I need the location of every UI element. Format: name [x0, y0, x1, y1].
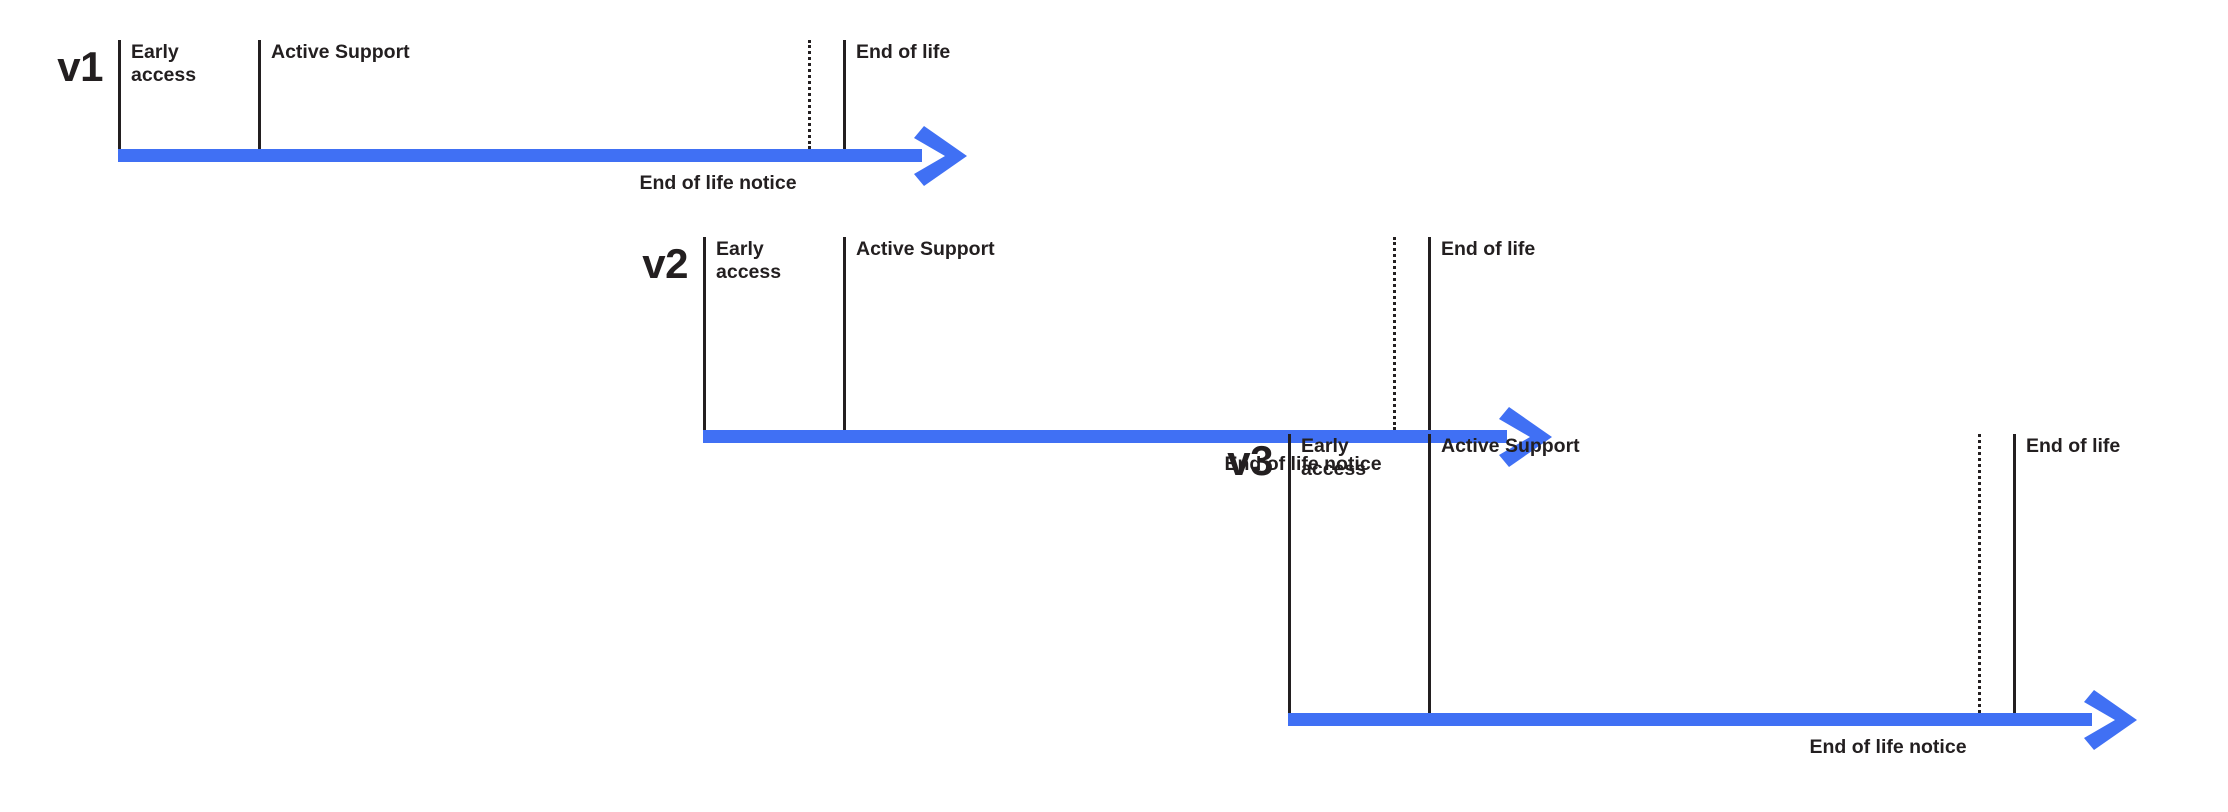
phase-divider: [2013, 434, 2016, 713]
phase-label-active-support: Active Support: [856, 238, 995, 260]
lifecycle-track-bar: [703, 430, 1507, 443]
lifecycle-track-bar: [1288, 713, 2092, 726]
phase-divider: [118, 40, 121, 149]
phase-label-early-access: Early access: [1301, 435, 1367, 480]
end-of-life-notice-label: End of life notice: [639, 172, 797, 194]
phase-label-active-support: Active Support: [1441, 435, 1580, 457]
phase-divider: [1428, 434, 1431, 713]
phase-label-end-of-life: End of life: [2026, 435, 2121, 457]
phase-divider: [703, 237, 706, 430]
eol-notice-marker-dashed: [808, 40, 811, 149]
phase-divider: [1428, 237, 1431, 430]
phase-label-end-of-life: End of life: [856, 41, 951, 63]
phase-label-end-of-life: End of life: [1441, 238, 1536, 260]
phase-divider: [1288, 434, 1291, 713]
end-of-life-notice-label: End of life notice: [1224, 453, 1382, 475]
phase-divider: [843, 40, 846, 149]
timeline-arrow-head-icon: [914, 125, 967, 186]
lifecycle-track-bar: [118, 149, 922, 162]
version-label-v1: v1: [57, 43, 103, 90]
version-label-v3: v3: [1227, 437, 1273, 484]
version-label-v2: v2: [642, 240, 688, 287]
timeline-arrow-head-icon: [1499, 406, 1552, 467]
end-of-life-notice-label: End of life notice: [1809, 736, 1967, 758]
phase-divider: [258, 40, 261, 149]
phase-label-early-access: Early access: [131, 41, 197, 86]
phase-divider: [843, 237, 846, 430]
eol-notice-marker-dashed: [1978, 434, 1981, 713]
phase-label-early-access: Early access: [716, 238, 782, 283]
timeline-arrow-head-icon: [2084, 689, 2137, 750]
phase-label-active-support: Active Support: [271, 41, 410, 63]
eol-notice-marker-dashed: [1393, 237, 1396, 430]
